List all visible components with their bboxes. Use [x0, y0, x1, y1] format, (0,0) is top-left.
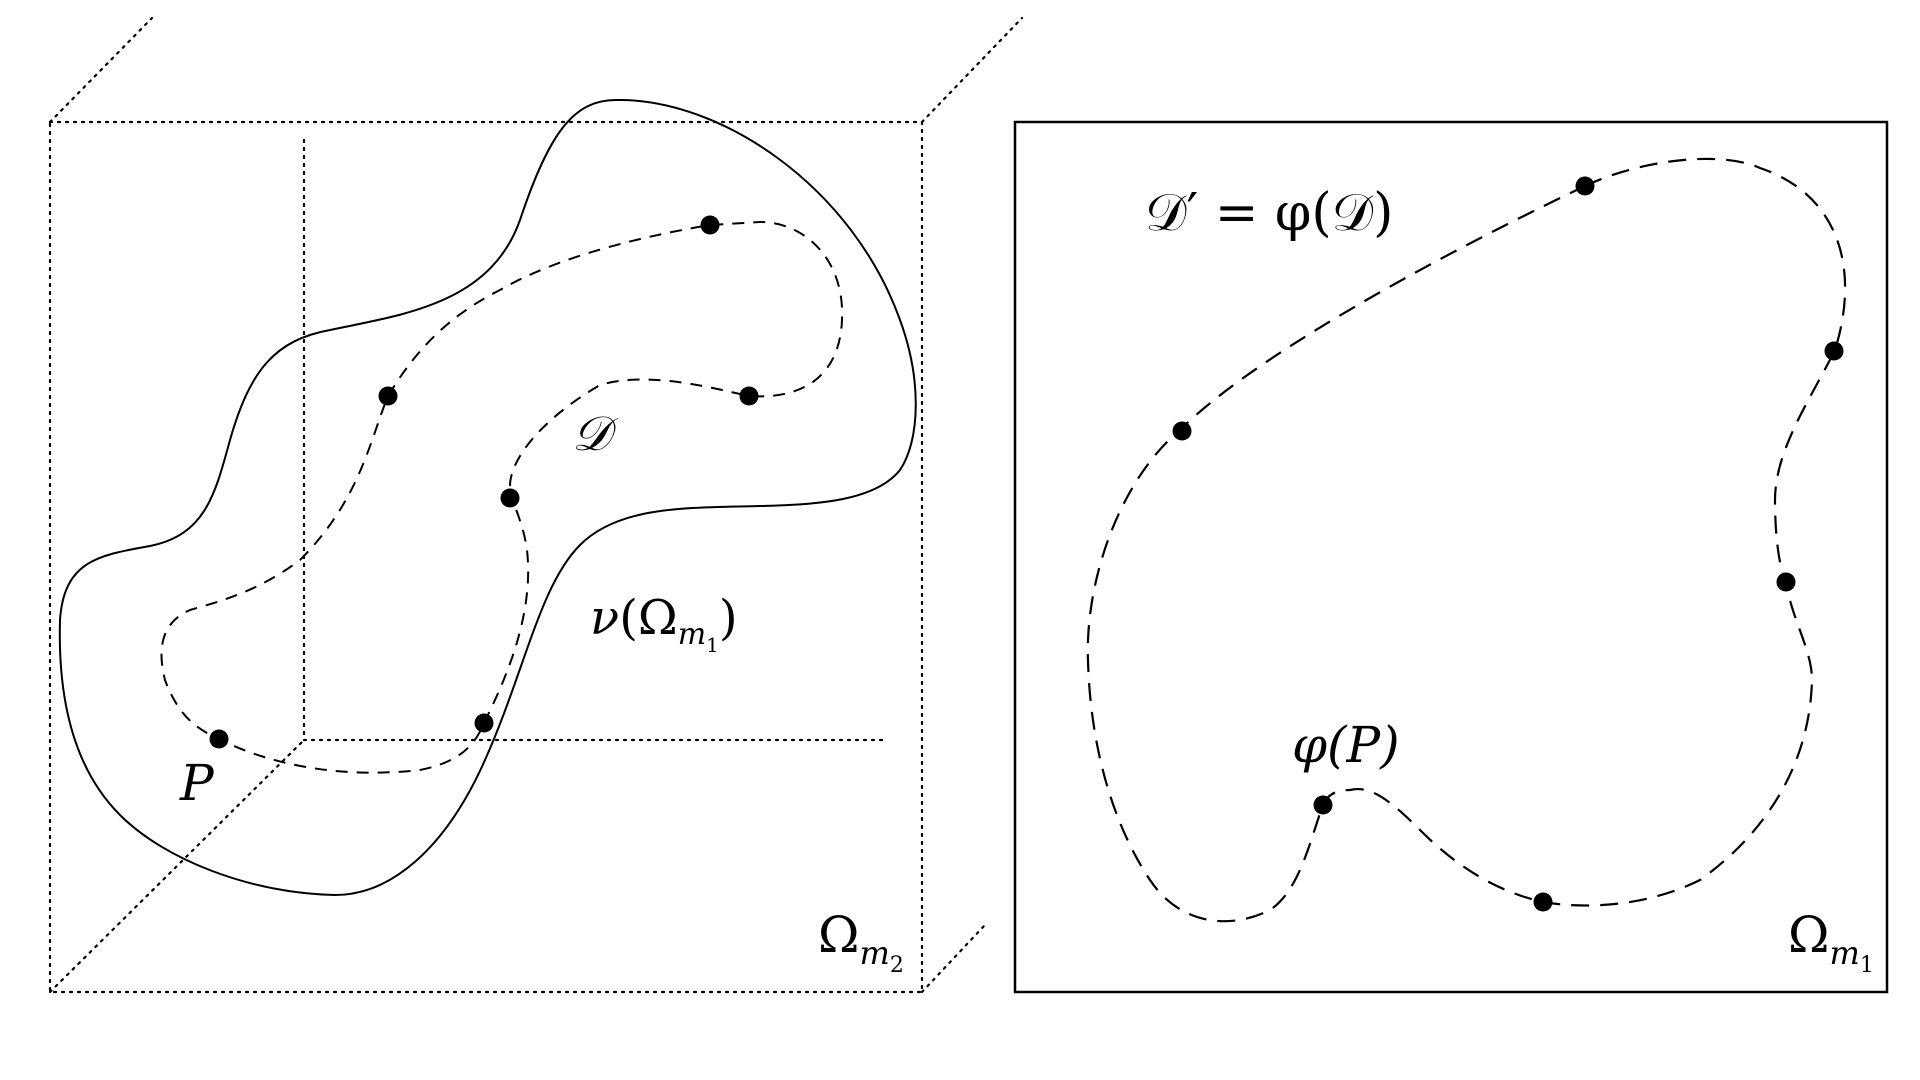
- curve-d-point: [378, 386, 398, 406]
- curve-d-point: [700, 215, 720, 235]
- space-omega-m2-label: Ωm2: [818, 906, 904, 978]
- subscript-1: 1: [706, 633, 719, 657]
- curve-d-prime-point: [1575, 176, 1595, 196]
- open-paren: (: [619, 590, 638, 646]
- cube-depth-edge-bottom-left: [48, 738, 306, 994]
- point-p-marker: [209, 729, 229, 749]
- subscript-m: m: [859, 934, 889, 972]
- curve-d-prime-point: [1533, 892, 1553, 912]
- subscript-m: m: [1829, 934, 1859, 972]
- curve-d-prime-label: 𝒟′ = φ(𝒟): [1145, 183, 1393, 243]
- subscript-2: 2: [890, 953, 904, 978]
- cube-depth-edge-top-right: [920, 16, 1024, 124]
- omega-symbol: Ω: [638, 590, 678, 646]
- curve-d-prime: [1086, 157, 1847, 923]
- nu-symbol: ν: [590, 590, 619, 646]
- image-region-boundary: [58, 98, 917, 897]
- point-p-label: P: [179, 754, 215, 812]
- omega-symbol: Ω: [818, 906, 859, 964]
- curve-d-label: 𝒟: [572, 406, 619, 462]
- subscript-1: 1: [1860, 953, 1874, 978]
- close-paren: ): [719, 590, 738, 646]
- curve-d-prime-points: [1172, 176, 1844, 912]
- dotted-cube: [48, 16, 1024, 994]
- phi-p-label: φ(P): [1292, 716, 1400, 774]
- curve-d-points: [209, 215, 759, 749]
- image-region-label: ν(Ωm1): [590, 590, 738, 657]
- omega-symbol: Ω: [1788, 906, 1829, 964]
- curve-d-prime-point: [1172, 421, 1192, 441]
- cube-front-face: [48, 120, 924, 994]
- cube-depth-edge-top-left: [48, 16, 154, 124]
- curve-d-prime-point: [1824, 341, 1844, 361]
- phi-p-marker: [1313, 795, 1333, 815]
- cube-depth-edge-bottom-right: [920, 924, 986, 994]
- space-omega-m1-label: Ωm1: [1788, 906, 1874, 978]
- curve-d-point: [739, 386, 759, 406]
- omega-m1-frame: [1013, 120, 1889, 994]
- subscript-m: m: [678, 617, 706, 652]
- curve-d: [160, 220, 844, 774]
- curve-d-prime-point: [1776, 572, 1796, 592]
- curve-d-point: [500, 488, 520, 508]
- curve-d-point: [474, 713, 494, 733]
